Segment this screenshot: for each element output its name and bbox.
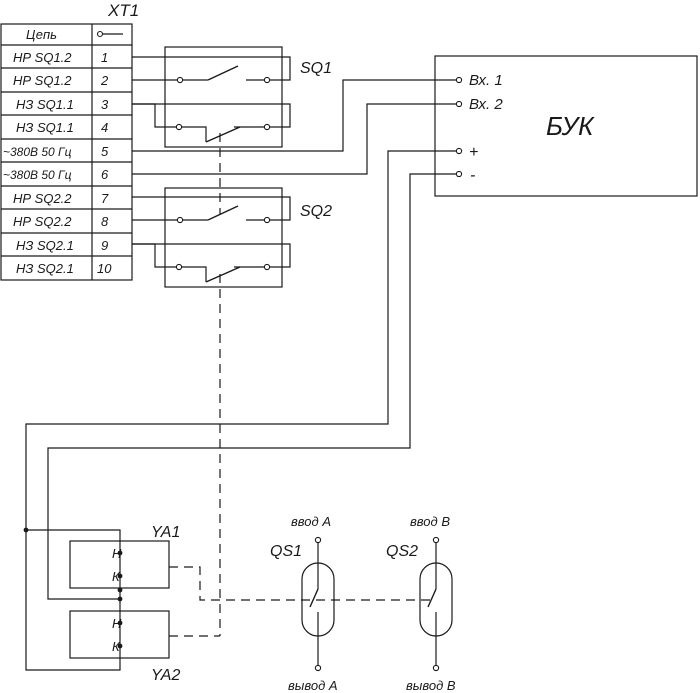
- terminal-number: 3: [101, 97, 109, 112]
- buk-title: БУК: [546, 111, 595, 141]
- terminal-header-contact-icon: [96, 30, 123, 38]
- buk-plus-label: +: [469, 144, 478, 161]
- terminal-circuit-label: НЗ SQ2.1: [16, 261, 74, 276]
- solenoid-wiring: [23, 527, 123, 649]
- solenoid-ya2-label: YA2: [151, 667, 180, 684]
- switch-sq2-label: SQ2: [300, 203, 332, 220]
- terminal-number: 9: [101, 238, 108, 253]
- circuit-breaker-qs1: ввод А QS1 вывод А: [270, 514, 338, 693]
- terminal-number: 8: [101, 214, 109, 229]
- terminal-number: 4: [101, 120, 108, 135]
- solenoid-ya1-label: YA1: [151, 524, 180, 541]
- terminal-number: 6: [101, 167, 109, 182]
- terminal-circuit-label: НР SQ1.2: [13, 50, 72, 65]
- terminal-circuit-label: ~380В 50 Гц: [3, 168, 72, 182]
- terminal-number: 7: [101, 191, 109, 206]
- breaker-qs2-label: QS2: [386, 543, 418, 560]
- control-wires: [25, 79, 456, 671]
- solenoid-ya1: YA1 Н К: [69, 524, 180, 589]
- terminal-number: 10: [97, 261, 112, 276]
- switch-sq1-label: SQ1: [300, 60, 332, 77]
- terminal-circuit-label: ~380В 50 Гц: [3, 145, 72, 159]
- breaker-qs2-input-label: ввод В: [410, 514, 450, 529]
- solenoid-ya1-n-label: Н: [112, 546, 122, 561]
- breaker-qs1-label: QS1: [270, 543, 302, 560]
- terminal-circuit-label: НЗ SQ2.1: [16, 238, 74, 253]
- circuit-breaker-qs2: ввод В QS2 вывод В: [386, 514, 456, 693]
- solenoid-ya2: YA2 Н К: [69, 610, 180, 684]
- terminal-circuit-label: НР SQ2.2: [13, 191, 72, 206]
- terminal-header-label: Цепь: [26, 27, 57, 42]
- buk-input-1-label: Вх. 1: [469, 72, 503, 89]
- breaker-qs1-input-label: ввод А: [291, 514, 331, 529]
- control-unit-buk: БУК Вх. 1 Вх. 2 + -: [434, 55, 698, 197]
- terminal-circuit-label: НР SQ2.2: [13, 214, 72, 229]
- solenoid-ya1-k-label: К: [112, 569, 121, 584]
- terminal-circuit-label: НР SQ1.2: [13, 73, 72, 88]
- solenoid-ya2-k-label: К: [112, 639, 121, 654]
- breaker-qs2-output-label: вывод В: [406, 678, 456, 693]
- limit-switch-sq1: SQ1: [132, 46, 332, 148]
- breaker-qs1-output-label: вывод А: [288, 678, 338, 693]
- terminal-block-title: XT1: [107, 1, 139, 20]
- solenoid-ya2-n-label: Н: [112, 616, 122, 631]
- terminal-number: 2: [100, 73, 109, 88]
- mechanical-linkages: [169, 133, 436, 637]
- buk-minus-label: -: [470, 167, 475, 184]
- buk-input-2-label: Вх. 2: [469, 96, 503, 113]
- terminal-number: 5: [101, 144, 109, 159]
- terminal-row-lines: [1, 44, 132, 257]
- terminal-number: 1: [101, 50, 108, 65]
- limit-switch-sq2: SQ2: [132, 187, 332, 288]
- terminal-block-xt1: XT1 Цепь НР SQ1.2 1 НР SQ1.2 2 НЗ SQ1.1 …: [0, 1, 139, 281]
- terminal-circuit-label: НЗ SQ1.1: [16, 97, 74, 112]
- terminal-circuit-label: НЗ SQ1.1: [16, 120, 74, 135]
